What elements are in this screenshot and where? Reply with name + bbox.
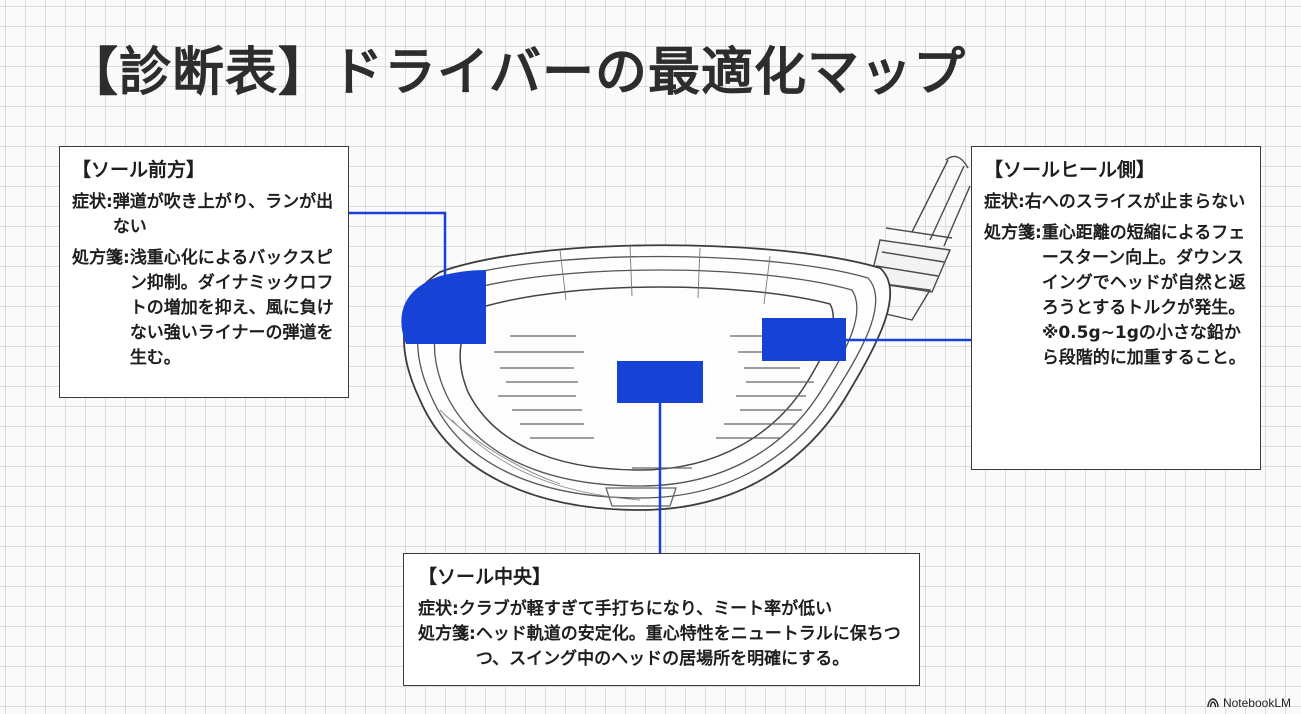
callout-heading: 【ソール前方】 xyxy=(72,159,206,181)
page-title: 【診断表】ドライバーの最適化マップ xyxy=(66,43,966,103)
remedy-label: 処方箋: xyxy=(984,223,1042,243)
symptom-row: 症状: 右へのスライスが止まらない xyxy=(984,190,1248,215)
callout-heading: 【ソール中央】 xyxy=(418,566,552,588)
symptom-row: 症状: クラブが軽すぎて手打ちになり、ミート率が低い xyxy=(418,597,905,622)
symptom-text: クラブが軽すぎて手打ちになり、ミート率が低い xyxy=(458,599,833,619)
remedy-label: 処方箋: xyxy=(418,624,476,644)
symptom-text: 弾道が吹き上がり、ランが出ない xyxy=(112,192,334,237)
center-zone-highlight xyxy=(617,361,703,403)
brand-watermark: NotebookLM xyxy=(1207,696,1291,710)
heel-zone-highlight xyxy=(762,318,846,361)
callout-heading: 【ソールヒール側】 xyxy=(984,159,1156,181)
symptom-row: 症状: 弾道が吹き上がり、ランが出ない xyxy=(72,190,336,240)
remedy-text: ヘッド軌道の安定化。重心特性をニュートラルに保ちつつ、スイング中のヘッドの居場所… xyxy=(475,624,901,669)
remedy-label: 処方箋: xyxy=(72,248,130,268)
symptom-label: 症状: xyxy=(984,192,1025,212)
symptom-text: 右へのスライスが止まらない xyxy=(1024,192,1246,212)
callout-sole-front: 【ソール前方】 症状: 弾道が吹き上がり、ランが出ない 処方箋: 浅重心化による… xyxy=(59,146,349,398)
symptom-label: 症状: xyxy=(72,192,113,212)
remedy-row: 処方箋: 重心距離の短縮によるフェースターン向上。ダウンスイングでヘッドが自然と… xyxy=(984,221,1248,371)
remedy-row: 処方箋: 浅重心化によるバックスピン抑制。ダイナミックロフトの増加を抑え、風に負… xyxy=(72,246,336,371)
notebooklm-icon xyxy=(1207,698,1219,708)
remedy-text: 浅重心化によるバックスピン抑制。ダイナミックロフトの増加を抑え、風に負けない強い… xyxy=(129,248,334,368)
callout-sole-center: 【ソール中央】 症状: クラブが軽すぎて手打ちになり、ミート率が低い 処方箋: … xyxy=(403,553,920,686)
remedy-row: 処方箋: ヘッド軌道の安定化。重心特性をニュートラルに保ちつつ、スイング中のヘッ… xyxy=(418,622,905,672)
callout-sole-heel: 【ソールヒール側】 症状: 右へのスライスが止まらない 処方箋: 重心距離の短縮… xyxy=(971,146,1261,470)
front-zone-highlight xyxy=(401,270,486,344)
brand-name: NotebookLM xyxy=(1222,696,1291,710)
symptom-label: 症状: xyxy=(418,599,459,619)
remedy-text: 重心距離の短縮によるフェースターン向上。ダウンスイングでヘッドが自然と返ろうとす… xyxy=(1041,223,1246,368)
front-leader-line xyxy=(349,211,447,282)
